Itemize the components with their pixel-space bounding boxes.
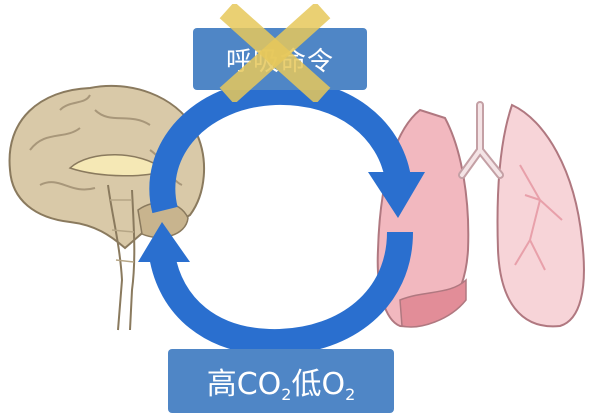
cross-mark-icon bbox=[215, 4, 335, 102]
lungs-illustration bbox=[378, 105, 584, 327]
high-co2-low-o2-label: 高CO2低O2 bbox=[168, 349, 394, 413]
gas-condition-text: 高CO2低O2 bbox=[207, 359, 356, 404]
